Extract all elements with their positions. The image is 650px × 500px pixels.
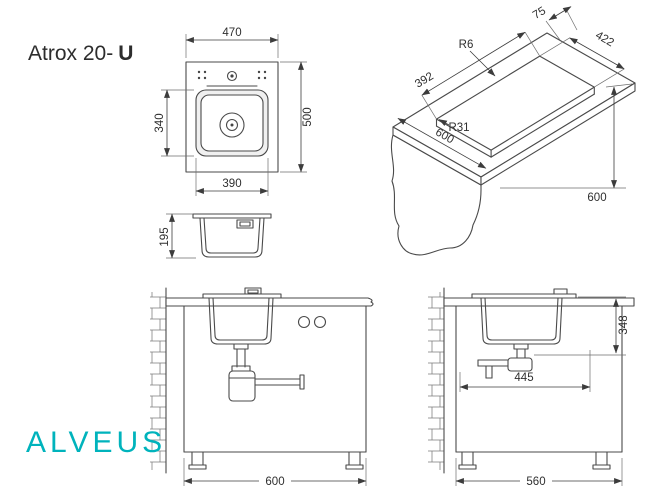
tap-hole-cover xyxy=(244,287,262,295)
bowl-section-inner xyxy=(484,297,559,341)
worktop-right-edge xyxy=(480,82,636,186)
svg-text:340: 340 xyxy=(154,113,166,132)
sink-flange xyxy=(192,213,272,219)
dim-bowl-height: 340 xyxy=(154,89,194,157)
cabinet-leg xyxy=(458,451,477,470)
side-profile-view: 195 xyxy=(159,213,272,259)
dim-cabinet-width: 600 xyxy=(183,458,367,488)
siphon-trap xyxy=(228,343,305,402)
countertop xyxy=(165,297,374,307)
bowl-section-inner xyxy=(212,297,270,341)
dim-top-width: 470 xyxy=(185,27,279,58)
svg-text:600: 600 xyxy=(587,192,606,204)
cabinet-leg xyxy=(592,451,611,470)
dim-top-height: 500 xyxy=(280,61,314,173)
tap-hole-cover xyxy=(553,288,568,295)
svg-text:422: 422 xyxy=(593,29,616,49)
cabinet-leg xyxy=(345,451,364,470)
svg-text:445: 445 xyxy=(514,372,533,384)
drain-fitting xyxy=(236,219,254,229)
radius-small-callout: R6 xyxy=(459,39,496,77)
brand-logo: ALVEUS xyxy=(26,426,166,459)
front-section-view: 600 xyxy=(150,287,374,488)
dim-drain-distance: 445 xyxy=(459,350,591,392)
tap-hole-icon xyxy=(226,70,238,82)
svg-text:390: 390 xyxy=(222,178,241,190)
svg-text:75: 75 xyxy=(531,5,548,22)
sink-body-inner xyxy=(203,217,261,254)
side-section-view: 348 445 560 xyxy=(428,287,635,488)
dim-bowl-width: 390 xyxy=(195,158,269,196)
sink-rim xyxy=(471,293,577,299)
countertop xyxy=(443,297,635,307)
dim-worktop-depth: 600 xyxy=(500,83,633,204)
svg-text:348: 348 xyxy=(618,315,630,334)
knob xyxy=(297,315,311,329)
cabinet xyxy=(183,305,367,470)
dim-sink-depth: 195 xyxy=(159,213,196,259)
svg-text:500: 500 xyxy=(302,107,314,126)
iso-cutout-view: 392 422 75 R6 R31 600 xyxy=(390,5,636,256)
svg-text:470: 470 xyxy=(222,27,241,39)
svg-text:R6: R6 xyxy=(459,39,474,51)
siphon-trap xyxy=(477,343,533,379)
cabinet-leg xyxy=(188,451,207,470)
knob xyxy=(313,315,327,329)
faucet-hole-marks xyxy=(197,70,267,80)
svg-text:195: 195 xyxy=(159,227,171,246)
svg-text:600: 600 xyxy=(265,476,284,488)
dim-cabinet-depth: 560 xyxy=(455,458,623,488)
svg-text:R31: R31 xyxy=(448,122,469,134)
svg-text:560: 560 xyxy=(526,476,545,488)
sink-rim xyxy=(202,293,282,299)
drain-icon xyxy=(219,112,245,138)
wall-hatch xyxy=(428,292,444,470)
top-view: 470 500 340 390 xyxy=(154,27,314,196)
control-knobs xyxy=(297,315,327,329)
sink-body-outer xyxy=(199,217,265,258)
svg-text:392: 392 xyxy=(413,70,436,90)
cabinet xyxy=(455,305,623,470)
page-title: Atrox 20-U xyxy=(28,42,133,65)
dim-install-height: 348 xyxy=(534,296,630,356)
dim-edge-offset: 75 xyxy=(531,5,578,41)
wall-hatch xyxy=(150,292,166,470)
